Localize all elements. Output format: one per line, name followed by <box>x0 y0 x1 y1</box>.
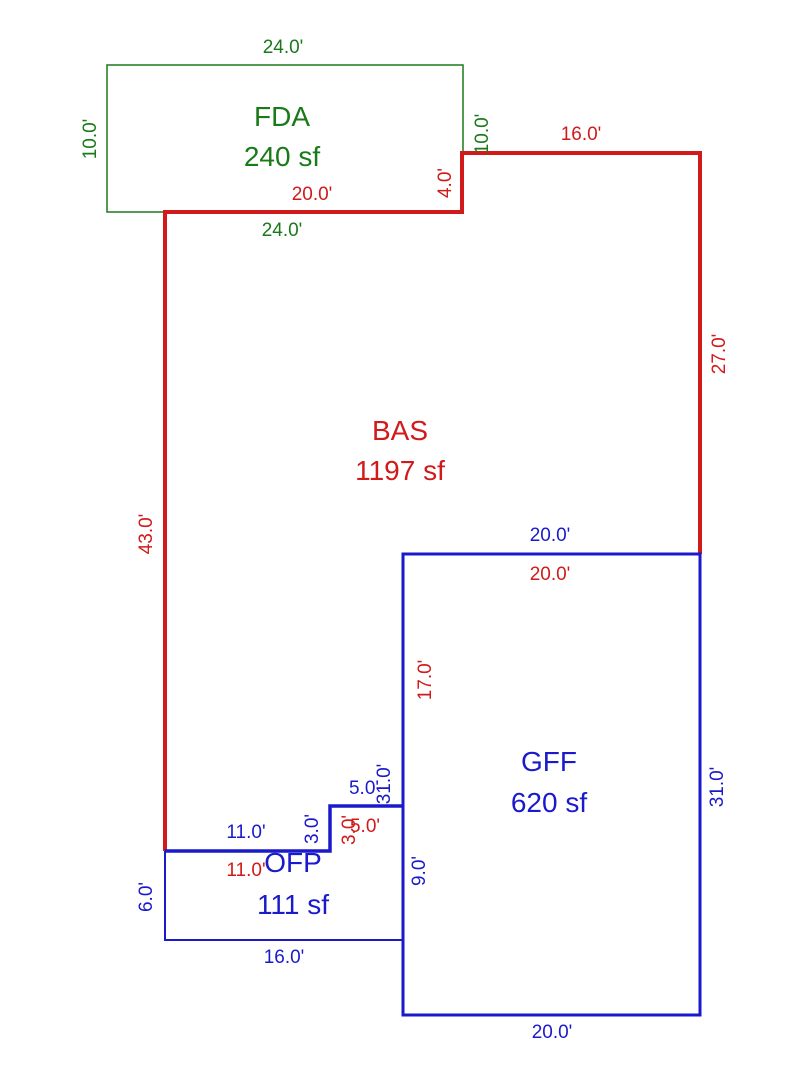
fda-area[interactable]: FDA 240 sf <box>106 64 464 213</box>
dim-bas-step: 4.0' <box>435 168 456 198</box>
bas-area[interactable]: BAS 1197 sf <box>163 151 702 851</box>
dim-bas-gff-left: 17.0' <box>415 660 436 701</box>
dim-bas-bottom: 11.0' <box>226 860 265 881</box>
ofp-area[interactable]: OFP 111 sf <box>164 804 403 941</box>
gff-area[interactable]: GFF 620 sf <box>401 552 702 1017</box>
dim-ofp-notch-h: 5.0' <box>349 778 379 799</box>
dim-fda-bottom: 24.0' <box>262 220 303 241</box>
ofp-outline <box>164 851 403 941</box>
dim-ofp-notch-v: 3.0' <box>302 814 323 844</box>
dim-bas-top-left: 20.0' <box>292 184 333 205</box>
dim-gff-right: 31.0' <box>707 767 728 808</box>
dim-gff-bottom: 20.0' <box>532 1022 573 1043</box>
dim-gff-left-upper: 31.0' <box>374 764 395 805</box>
dim-ofp-left: 6.0' <box>136 882 157 912</box>
dim-bas-notch-v: 3.0' <box>339 815 360 845</box>
dim-ofp-top: 11.0' <box>226 822 265 843</box>
gff-size: 620 sf <box>511 787 587 818</box>
ofp-label: OFP <box>264 847 322 878</box>
dim-bas-right: 27.0' <box>709 334 730 375</box>
fda-label: FDA <box>254 101 310 132</box>
bas-label: BAS <box>372 415 428 446</box>
dim-fda-left: 10.0' <box>80 119 101 160</box>
dim-bas-top-right: 16.0' <box>561 124 602 145</box>
dimension-labels: 24.0' 10.0' 10.0' 24.0' 20.0' 4.0' 16.0'… <box>80 37 730 1043</box>
dim-gff-left: 9.0' <box>409 856 430 886</box>
dim-bas-left: 43.0' <box>136 514 157 555</box>
fda-outline <box>106 64 464 213</box>
dim-bas-notch-h: 5.0' <box>350 816 380 837</box>
gff-label: GFF <box>521 746 577 777</box>
dim-bas-gff-top: 20.0' <box>530 564 571 585</box>
fda-size: 240 sf <box>244 141 320 172</box>
dim-gff-top: 20.0' <box>530 525 571 546</box>
dim-fda-right: 10.0' <box>472 114 493 155</box>
ofp-top-outline <box>165 804 403 853</box>
dim-fda-top: 24.0' <box>263 37 304 58</box>
ofp-size: 111 sf <box>257 889 329 920</box>
bas-size: 1197 sf <box>355 455 445 486</box>
dim-ofp-bottom: 16.0' <box>264 947 305 968</box>
bas-outline <box>163 151 702 851</box>
gff-outline <box>401 552 702 1017</box>
